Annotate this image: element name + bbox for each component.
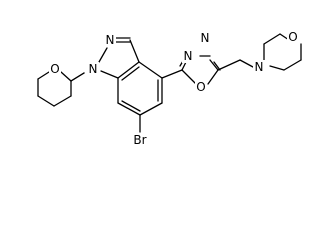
atom-label-oxadiazole-n4: N bbox=[201, 31, 210, 45]
benzene-ring bbox=[117, 61, 163, 116]
bond bbox=[263, 33, 281, 45]
bond bbox=[181, 61, 187, 71]
morpholine-ring bbox=[263, 33, 302, 71]
bond bbox=[100, 70, 119, 79]
bond bbox=[207, 69, 219, 85]
tetrahydropyran-ring bbox=[37, 71, 85, 107]
atom-label-morpholine-oxygen: O bbox=[288, 30, 297, 44]
atom-label-indazole-n2: N bbox=[106, 33, 115, 47]
bond bbox=[98, 47, 108, 63]
bond bbox=[37, 95, 55, 107]
bond bbox=[239, 59, 254, 68]
atom-label-oxadiazole-oxygen: O bbox=[196, 80, 205, 94]
bond bbox=[209, 59, 219, 71]
molecule-structure: O N N N N O N O Br bbox=[37, 30, 302, 147]
bond bbox=[269, 65, 285, 71]
atom-label-morpholine-nitrogen: N bbox=[255, 60, 264, 74]
bond bbox=[121, 100, 141, 112]
bond bbox=[60, 71, 72, 82]
atom-labels: O N N N N O N O Br bbox=[49, 30, 299, 147]
bond bbox=[121, 66, 140, 81]
bond bbox=[138, 61, 163, 79]
bond bbox=[37, 71, 50, 80]
bond bbox=[117, 61, 140, 79]
bond bbox=[117, 102, 141, 116]
bond bbox=[217, 59, 241, 71]
bond bbox=[213, 61, 221, 71]
atom-label-pyran-oxygen: O bbox=[50, 62, 59, 76]
bond bbox=[129, 39, 140, 63]
bond bbox=[283, 59, 302, 71]
atom-label-indazole-n1: N bbox=[89, 62, 98, 76]
pyrazole-ring bbox=[98, 37, 140, 79]
bond bbox=[70, 72, 85, 82]
bond bbox=[53, 95, 72, 107]
atom-label-bromine: Br bbox=[133, 133, 146, 147]
bond bbox=[181, 69, 197, 85]
atom-label-oxadiazole-n3: N bbox=[184, 49, 193, 63]
bond bbox=[139, 102, 163, 116]
bond bbox=[161, 69, 183, 79]
